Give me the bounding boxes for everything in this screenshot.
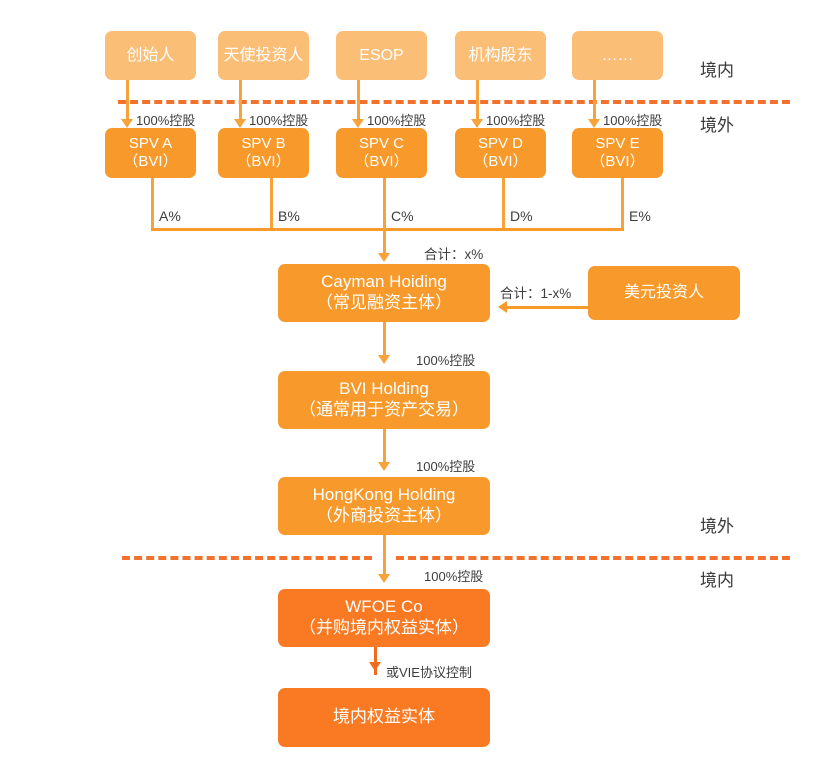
ownership-label-spv-b: 100%控股 — [249, 113, 309, 128]
sum-label-x: 合计：x% — [424, 247, 484, 262]
arrowhead-spvs-to-cayman — [378, 253, 390, 262]
connector-institutional-to-spv-d — [476, 80, 479, 122]
spv-box-a[interactable]: SPV A （BVI） — [105, 128, 196, 178]
connector-wfoe-to-domestic-entity — [374, 647, 377, 675]
entity-name: 美元投资人 — [623, 284, 704, 302]
ownership-label-spv-e: 100%控股 — [603, 113, 663, 128]
control-label-vie-agreement: 或VIE协议控制 — [386, 665, 472, 680]
spv-box-c[interactable]: SPV C （BVI） — [336, 128, 427, 178]
spv-box-b[interactable]: SPV B （BVI） — [218, 128, 309, 178]
arrowhead-angel-to-spv-b — [234, 119, 246, 128]
entity-box-bvi-holding[interactable]: BVI Holding （通常用于资产交易） — [278, 371, 490, 429]
connector-bvi-to-hongkong — [383, 429, 386, 466]
spv-jurisdiction: （BVI） — [123, 153, 178, 170]
entity-name: 境内权益实体 — [333, 707, 435, 727]
shareholder-label: 天使投资人 — [223, 46, 304, 64]
ownership-label-cayman-to-bvi: 100%控股 — [416, 353, 476, 368]
spv-name: SPV B — [241, 134, 286, 152]
entity-subtitle: （并购境内权益实体） — [299, 618, 469, 637]
arrowhead-cayman-to-bvi — [378, 355, 390, 364]
entity-name: BVI Holding — [339, 379, 429, 399]
entity-box-usd-investor[interactable]: 美元投资人 — [588, 266, 740, 320]
arrowhead-bvi-to-hongkong — [378, 462, 390, 471]
entity-subtitle: （外商投资主体） — [316, 506, 452, 525]
spv-jurisdiction: （BVI） — [236, 153, 291, 170]
connector-founder-to-spv-a — [126, 80, 129, 122]
shareholder-label: …… — [601, 46, 634, 64]
entity-name: WFOE Co — [345, 597, 423, 617]
arrowhead-wfoe-to-domestic-entity — [369, 662, 381, 671]
connector-others-to-spv-e — [593, 80, 596, 122]
ownership-label-bvi-to-hongkong: 100%控股 — [416, 459, 476, 474]
spv-box-d[interactable]: SPV D （BVI） — [455, 128, 546, 178]
arrowhead-hongkong-to-wfoe — [378, 574, 390, 583]
connector-hongkong-to-wfoe — [383, 535, 386, 577]
shareholder-box-angel-investor[interactable]: 天使投资人 — [218, 31, 309, 80]
arrowhead-esop-to-spv-c — [352, 119, 364, 128]
entity-subtitle: （常见融资主体） — [316, 293, 452, 312]
arrowhead-institutional-to-spv-d — [471, 119, 483, 128]
ownership-label-spv-a: 100%控股 — [136, 113, 196, 128]
entity-subtitle: （通常用于资产交易） — [299, 400, 469, 419]
spv-name: SPV C — [358, 134, 404, 152]
spv-jurisdiction: （BVI） — [590, 153, 645, 170]
boundary-label-top-above: 境内 — [700, 61, 734, 80]
entity-box-domestic-equity-entity[interactable]: 境内权益实体 — [278, 688, 490, 747]
shareholder-label: ESOP — [359, 46, 404, 64]
stake-label-b: B% — [278, 208, 300, 224]
spv-name: SPV D — [477, 134, 523, 152]
shareholder-label: 创始人 — [126, 46, 175, 64]
connector-spv-d-stake — [502, 178, 505, 228]
connector-spv-b-stake — [270, 178, 273, 228]
connector-cayman-to-bvi — [383, 322, 386, 359]
stake-label-e: E% — [629, 208, 651, 224]
shareholder-box-founder[interactable]: 创始人 — [105, 31, 196, 80]
sum-label-one-minus-x: 合计：1-x% — [500, 286, 572, 301]
stake-label-a: A% — [159, 208, 181, 224]
shareholder-label: 机构股东 — [468, 46, 533, 64]
shareholder-box-esop[interactable]: ESOP — [336, 31, 427, 80]
connector-spv-c-stake — [383, 178, 386, 228]
entity-name: Cayman Hoiding — [321, 272, 447, 292]
boundary-line-bottom-right — [396, 556, 790, 560]
entity-box-hongkong-holding[interactable]: HongKong Holding （外商投资主体） — [278, 477, 490, 535]
stake-label-c: C% — [391, 208, 414, 224]
stake-label-d: D% — [510, 208, 533, 224]
boundary-line-bottom-left — [122, 556, 372, 560]
ownership-label-hongkong-to-wfoe: 100%控股 — [424, 569, 484, 584]
shareholder-box-others[interactable]: …… — [572, 31, 663, 80]
arrowhead-others-to-spv-e — [588, 119, 600, 128]
connector-spv-e-stake — [621, 178, 624, 228]
spv-box-e[interactable]: SPV E （BVI） — [572, 128, 663, 178]
entity-box-wfoe-co[interactable]: WFOE Co （并购境内权益实体） — [278, 589, 490, 647]
arrowhead-usd-investor-to-cayman — [498, 301, 507, 313]
shareholder-box-institutional[interactable]: 机构股东 — [455, 31, 546, 80]
spv-name: SPV E — [595, 134, 640, 152]
arrowhead-founder-to-spv-a — [121, 119, 133, 128]
connector-angel-to-spv-b — [239, 80, 242, 122]
boundary-label-bottom-below: 境内 — [700, 571, 734, 590]
connector-spvs-to-cayman — [383, 228, 386, 257]
entity-name: HongKong Holding — [312, 485, 456, 505]
spv-jurisdiction: （BVI） — [354, 153, 409, 170]
entity-box-cayman-holding[interactable]: Cayman Hoiding （常见融资主体） — [278, 264, 490, 322]
connector-esop-to-spv-c — [357, 80, 360, 122]
ownership-label-spv-d: 100%控股 — [486, 113, 546, 128]
boundary-line-top — [118, 100, 790, 104]
connector-spv-a-stake — [151, 178, 154, 228]
boundary-label-bottom-above: 境外 — [700, 517, 734, 536]
spv-jurisdiction: （BVI） — [473, 153, 528, 170]
boundary-label-top-below: 境外 — [700, 116, 734, 135]
stake-collector-bus — [151, 228, 624, 231]
spv-name: SPV A — [128, 134, 173, 152]
connector-usd-investor-to-cayman — [507, 306, 589, 309]
ownership-label-spv-c: 100%控股 — [367, 113, 427, 128]
